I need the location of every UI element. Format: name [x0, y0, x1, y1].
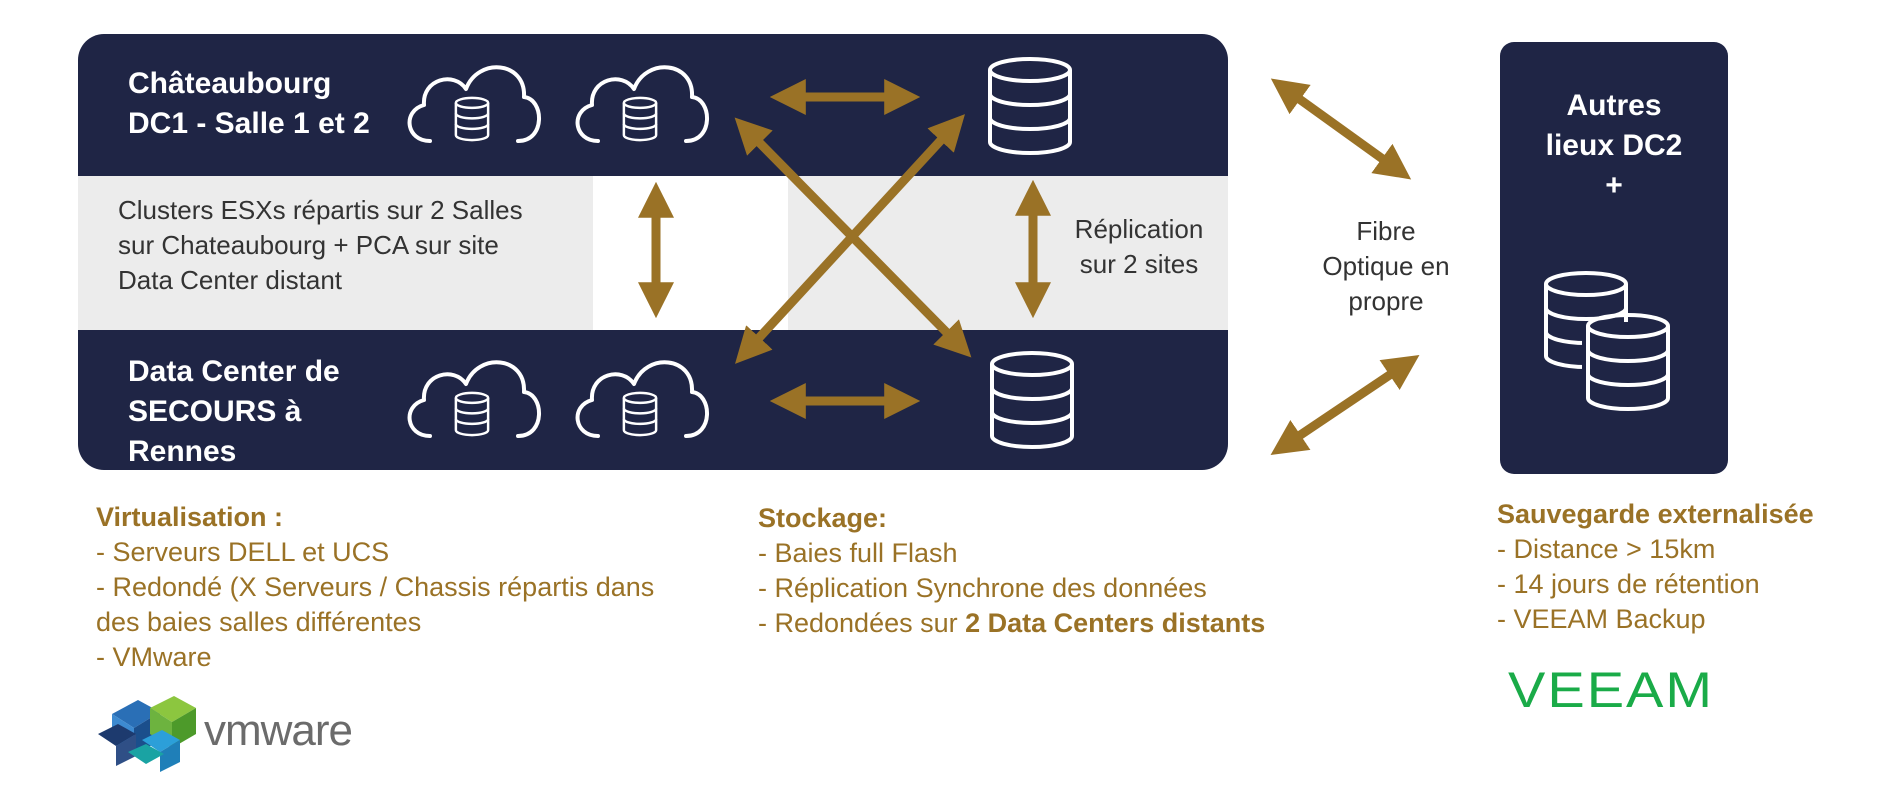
dc2-title: Autres lieux DC2 + — [1500, 86, 1728, 206]
double-arrow-icon — [1270, 354, 1420, 456]
bottom-band-title-line3: Rennes — [128, 435, 237, 468]
fibre-line2: Optique en — [1322, 251, 1450, 281]
stockage-line3: - Redondées sur 2 Data Centers distants — [758, 606, 1265, 641]
top-band-title: Châteaubourg DC1 - Salle 1 et 2 — [128, 64, 370, 144]
bottom-band-title-line1: Data Center de — [128, 355, 340, 388]
virtualisation-section: Virtualisation : - Serveurs DELL et UCS … — [96, 500, 654, 675]
bottom-band-title-line2: SECOURS à — [128, 395, 302, 428]
cloud-database-icon — [578, 362, 707, 436]
virtualisation-line2: - Redondé (X Serveurs / Chassis répartis… — [96, 572, 655, 602]
stockage-line2: - Réplication Synchrone des données — [758, 573, 1207, 603]
sauvegarde-line1: - Distance > 15km — [1497, 534, 1716, 564]
cloud-database-icon — [578, 67, 707, 141]
double-arrow-icon — [1270, 78, 1412, 180]
dc2-line1: Autres — [1566, 89, 1662, 122]
replication-label: Réplication sur 2 sites — [1064, 212, 1214, 282]
database-stack-icon — [1544, 271, 1674, 418]
virtualisation-line1: - Serveurs DELL et UCS — [96, 537, 390, 567]
database-icon — [988, 57, 1072, 155]
virtualisation-line4: - VMware — [96, 642, 212, 672]
sauvegarde-title: Sauvegarde externalisée — [1497, 499, 1814, 529]
stockage-line1: - Baies full Flash — [758, 538, 958, 568]
top-band-title-line1: Châteaubourg — [128, 67, 332, 100]
stockage-section: Stockage: - Baies full Flash - Réplicati… — [758, 501, 1265, 641]
sauvegarde-section: Sauvegarde externalisée - Distance > 15k… — [1497, 497, 1814, 637]
fibre-label: Fibre Optique en propre — [1296, 214, 1476, 319]
database-icon — [990, 351, 1074, 449]
double-arrow-icon — [735, 114, 965, 364]
dc2-line2: lieux DC2 — [1545, 129, 1683, 162]
clusters-description: Clusters ESXs répartis sur 2 Salles sur … — [118, 193, 523, 298]
clusters-text-line3: Data Center distant — [118, 265, 343, 295]
vmware-logo-mark — [98, 696, 196, 772]
vmware-logo-text: vmware — [204, 706, 353, 755]
fibre-line1: Fibre — [1356, 216, 1416, 246]
dc2-line3: + — [1605, 169, 1623, 202]
virtualisation-line3: des baies salles différentes — [96, 607, 422, 637]
virtualisation-title: Virtualisation : — [96, 502, 284, 532]
sauvegarde-line3: - VEEAM Backup — [1497, 604, 1706, 634]
clusters-text-line1: Clusters ESXs répartis sur 2 Salles — [118, 195, 523, 225]
stockage-title: Stockage: — [758, 503, 888, 533]
stockage-line3-prefix: - Redondées sur — [758, 608, 966, 638]
bottom-band-title: Data Center de SECOURS à Rennes — [128, 352, 340, 472]
top-band-title-line2: DC1 - Salle 1 et 2 — [128, 107, 370, 140]
cloud-database-icon — [410, 362, 539, 436]
veeam-logo: VEEAM — [1508, 663, 1714, 717]
replication-line1: Réplication — [1074, 214, 1204, 244]
sauvegarde-line2: - 14 jours de rétention — [1497, 569, 1760, 599]
fibre-line3: propre — [1348, 286, 1424, 316]
cloud-database-icon — [410, 67, 539, 141]
replication-line2: sur 2 sites — [1079, 249, 1199, 279]
stockage-line3-bold: 2 Data Centers distants — [965, 608, 1266, 638]
vmware-logo: vmware — [204, 706, 353, 756]
veeam-logo-text: VEEAM — [1508, 661, 1715, 718]
clusters-text-line2: sur Chateaubourg + PCA sur site — [118, 230, 499, 260]
middle-band-left — [78, 176, 593, 330]
